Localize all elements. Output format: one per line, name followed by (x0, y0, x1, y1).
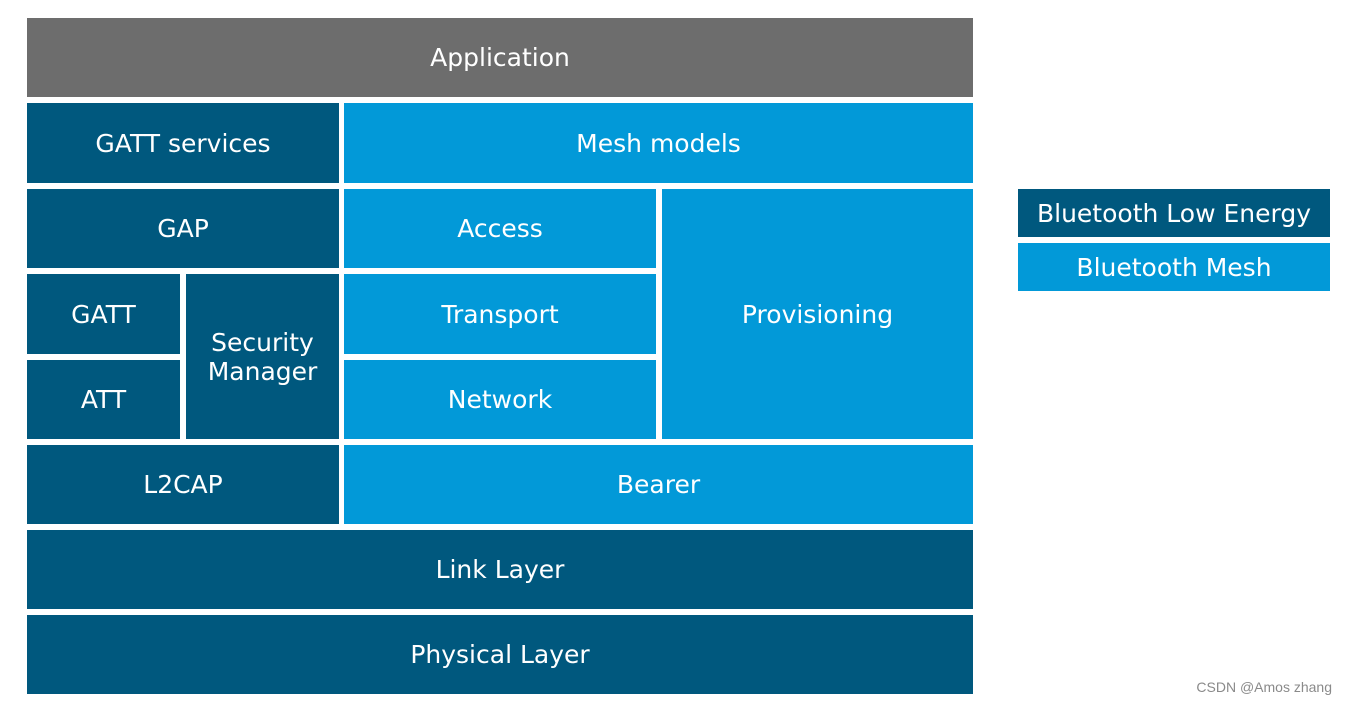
transport-layer: Transport (344, 274, 656, 354)
link-layer-label: Link Layer (435, 555, 565, 584)
access-label: Access (457, 214, 543, 243)
security-manager-label-line1: Security (211, 327, 314, 357)
application-layer: Application (27, 18, 973, 97)
bearer-label: Bearer (616, 470, 701, 499)
l2cap-label: L2CAP (143, 470, 223, 499)
mesh-models-label: Mesh models (576, 128, 741, 158)
watermark-text: CSDN @Amos zhang (1196, 679, 1332, 695)
network-layer: Network (344, 360, 656, 439)
legend-ble: Bluetooth Low Energy (1018, 189, 1330, 237)
application-label: Application (430, 43, 570, 72)
gatt-services-layer: GATT services (27, 103, 339, 183)
network-label: Network (447, 385, 553, 414)
gatt-services-label: GATT services (95, 128, 271, 158)
gap-label: GAP (157, 214, 209, 243)
legend-mesh: Bluetooth Mesh (1018, 243, 1330, 291)
mesh-models-layer: Mesh models (344, 103, 973, 183)
legend-mesh-label: Bluetooth Mesh (1076, 252, 1272, 282)
legend-ble-label: Bluetooth Low Energy (1036, 198, 1311, 228)
security-manager-label-line2: Manager (207, 356, 318, 386)
access-layer: Access (344, 189, 656, 268)
transport-label: Transport (441, 299, 559, 329)
att-layer: ATT (27, 360, 180, 439)
att-label: ATT (80, 385, 127, 414)
gatt-label: GATT (71, 299, 136, 329)
physical-layer-label: Physical Layer (410, 640, 590, 669)
security-manager-layer: Security Manager (186, 274, 339, 439)
provisioning-layer: Provisioning (662, 189, 973, 439)
physical-layer: Physical Layer (27, 615, 973, 694)
provisioning-label: Provisioning (741, 299, 894, 329)
link-layer: Link Layer (27, 530, 973, 609)
gatt-layer: GATT (27, 274, 180, 354)
l2cap-layer: L2CAP (27, 445, 339, 524)
gap-layer: GAP (27, 189, 339, 268)
bearer-layer: Bearer (344, 445, 973, 524)
